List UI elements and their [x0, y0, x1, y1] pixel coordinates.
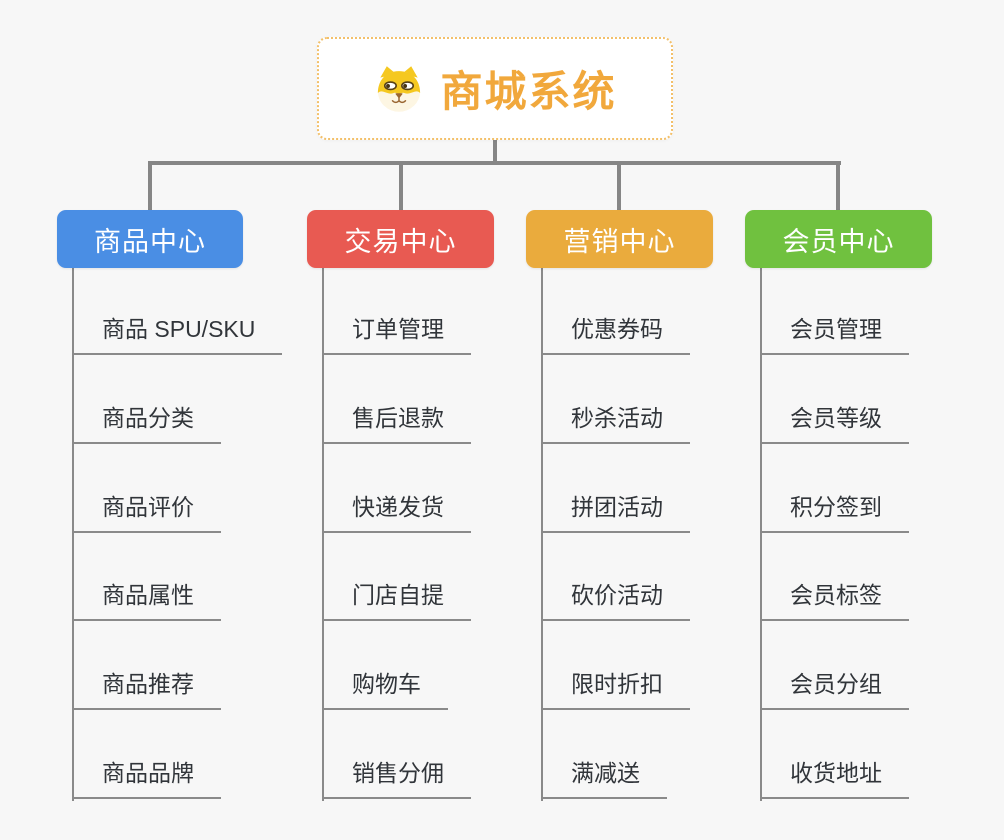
leaf-node[interactable]: 快递发货	[322, 444, 552, 533]
leaf-label: 会员等级	[760, 399, 909, 444]
leaf-label: 会员分组	[760, 665, 909, 711]
leaf-label: 订单管理	[322, 310, 471, 355]
leaf-label: 快递发货	[322, 488, 471, 533]
leaf-column-trade: 订单管理 售后退款 快递发货 门店自提 购物车 销售分佣	[322, 268, 552, 799]
connector-column-line	[760, 268, 762, 801]
leaf-node[interactable]: 限时折扣	[541, 621, 771, 711]
leaf-node[interactable]: 会员分组	[760, 621, 990, 711]
leaf-label: 会员标签	[760, 576, 909, 622]
leaf-label: 秒杀活动	[541, 399, 690, 444]
leaf-node[interactable]: 购物车	[322, 621, 552, 711]
leaf-node[interactable]: 秒杀活动	[541, 355, 771, 444]
branch-node-marketing-center[interactable]: 营销中心	[526, 210, 713, 268]
leaf-label: 售后退款	[322, 399, 471, 444]
leaf-label: 满减送	[541, 754, 667, 799]
leaf-label: 拼团活动	[541, 488, 690, 533]
leaf-column-product: 商品 SPU/SKU 商品分类 商品评价 商品属性 商品推荐 商品品牌	[72, 268, 302, 799]
connector-column-line	[541, 268, 543, 801]
leaf-label: 会员管理	[760, 310, 909, 355]
leaf-node[interactable]: 会员等级	[760, 355, 990, 444]
leaf-label: 限时折扣	[541, 665, 690, 711]
leaf-node[interactable]: 砍价活动	[541, 533, 771, 622]
leaf-column-member: 会员管理 会员等级 积分签到 会员标签 会员分组 收货地址	[760, 268, 990, 799]
leaf-label: 购物车	[322, 665, 448, 711]
leaf-label: 收货地址	[760, 754, 909, 799]
dog-face-icon	[378, 65, 421, 112]
leaf-node[interactable]: 拼团活动	[541, 444, 771, 533]
leaf-label: 商品分类	[72, 399, 221, 444]
root-title: 商城系统	[440, 68, 617, 115]
leaf-node[interactable]: 商品评价	[72, 444, 302, 533]
leaf-node[interactable]: 商品推荐	[72, 621, 302, 711]
branch-label: 会员中心	[782, 226, 895, 257]
leaf-node[interactable]: 积分签到	[760, 444, 990, 533]
leaf-label: 商品品牌	[72, 754, 221, 799]
connector-trunk	[148, 161, 841, 165]
leaf-label: 积分签到	[760, 488, 909, 533]
leaf-node[interactable]: 会员管理	[760, 268, 990, 355]
leaf-node[interactable]: 门店自提	[322, 533, 552, 622]
leaf-column-marketing: 优惠券码 秒杀活动 拼团活动 砍价活动 限时折扣 满减送	[541, 268, 771, 799]
connector-column-line	[322, 268, 324, 801]
leaf-node[interactable]: 商品分类	[72, 355, 302, 444]
leaf-label: 销售分佣	[322, 754, 471, 799]
connector-branch-stub	[836, 161, 840, 211]
leaf-label: 商品 SPU/SKU	[72, 310, 283, 355]
leaf-label: 商品评价	[72, 488, 221, 533]
branch-node-product-center[interactable]: 商品中心	[57, 210, 243, 268]
branch-label: 营销中心	[563, 226, 676, 257]
branch-node-member-center[interactable]: 会员中心	[745, 210, 932, 268]
leaf-node[interactable]: 会员标签	[760, 533, 990, 622]
leaf-label: 门店自提	[322, 576, 471, 622]
connector-branch-stub	[399, 161, 403, 211]
leaf-node[interactable]: 商品属性	[72, 533, 302, 622]
branch-label: 交易中心	[344, 226, 457, 257]
connector-branch-stub	[617, 161, 621, 211]
leaf-node[interactable]: 售后退款	[322, 355, 552, 444]
connector-root-stub	[493, 140, 497, 165]
leaf-label: 商品属性	[72, 576, 221, 622]
leaf-node[interactable]: 销售分佣	[322, 710, 552, 799]
leaf-label: 优惠券码	[541, 310, 690, 355]
leaf-node[interactable]: 满减送	[541, 710, 771, 799]
leaf-node[interactable]: 优惠券码	[541, 268, 771, 355]
branch-label: 商品中心	[94, 226, 206, 257]
leaf-node[interactable]: 商品 SPU/SKU	[72, 268, 302, 355]
leaf-label: 商品推荐	[72, 665, 221, 711]
leaf-node[interactable]: 收货地址	[760, 710, 990, 799]
leaf-node[interactable]: 商品品牌	[72, 710, 302, 799]
connector-branch-stub	[148, 161, 152, 211]
branch-node-trade-center[interactable]: 交易中心	[307, 210, 494, 268]
connector-column-line	[72, 268, 74, 801]
root-node-mall-system[interactable]: 商城系统	[317, 37, 673, 140]
leaf-label: 砍价活动	[541, 576, 690, 622]
leaf-node[interactable]: 订单管理	[322, 268, 552, 355]
